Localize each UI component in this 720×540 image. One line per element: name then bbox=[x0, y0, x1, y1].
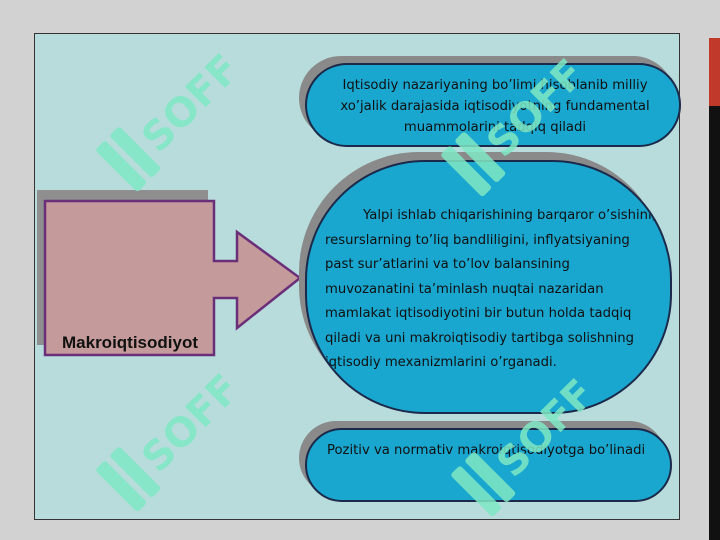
accent-bar-black bbox=[709, 106, 720, 540]
watermark-text-3: SOFF bbox=[133, 366, 249, 482]
watermark-text-1: SOFF bbox=[133, 46, 249, 162]
definition-bottom-text: Pozitiv va normativ makroiqtisodiyotga b… bbox=[327, 443, 646, 458]
definition-main-text: Yalpi ishlab chiqarishining barqaror o’s… bbox=[325, 208, 656, 370]
definition-bottom-ellipse: Pozitiv va normativ makroiqtisodiyotga b… bbox=[305, 428, 672, 502]
subject-label: Makroiqtisodiyot bbox=[62, 333, 199, 352]
definition-top-text: Iqtisodiy nazariyaning bo’limi hisoblani… bbox=[340, 78, 650, 135]
definition-top-ellipse: Iqtisodiy nazariyaning bo’limi hisoblani… bbox=[305, 63, 681, 147]
watermark-text-2: SOFF bbox=[478, 51, 594, 167]
accent-bar-red bbox=[709, 38, 720, 106]
watermark-text-4: SOFF bbox=[488, 371, 604, 487]
subject-arrow-body bbox=[43, 199, 303, 357]
definition-main-ellipse: Yalpi ishlab chiqarishining barqaror o’s… bbox=[305, 160, 672, 414]
